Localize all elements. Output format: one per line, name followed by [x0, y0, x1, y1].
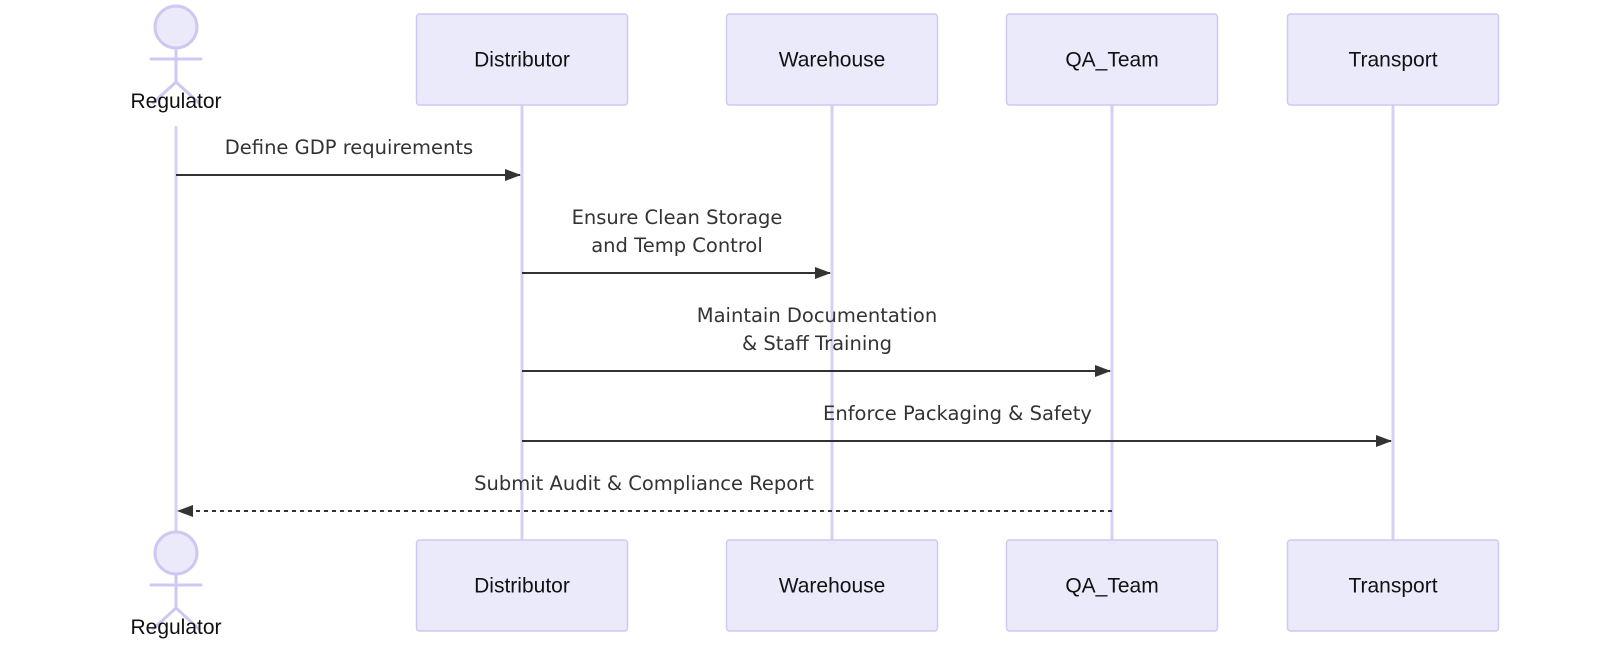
- message-4: Enforce Packaging & Safety: [522, 402, 1392, 447]
- participant-box: [1005, 539, 1219, 632]
- message-label: Enforce Packaging & Safety: [823, 402, 1092, 425]
- participant-label: QA_Team: [1065, 575, 1158, 598]
- participant-warehouse-top: Warehouse: [725, 13, 939, 106]
- participants: RegulatorRegulatorDistributorDistributor…: [130, 4, 1500, 639]
- actor-bottom-label: Regulator: [130, 616, 221, 639]
- actor-left-leg: [151, 80, 178, 105]
- participant-box: [725, 539, 939, 632]
- actor-head: [153, 530, 199, 576]
- message-label: Maintain Documentation: [697, 304, 937, 327]
- message-label: Ensure Clean Storage: [572, 206, 783, 229]
- message-label: Define GDP requirements: [225, 136, 473, 159]
- participant-label: Warehouse: [779, 49, 886, 72]
- actor-left-leg: [151, 606, 178, 631]
- actor-right-leg: [174, 606, 201, 631]
- participant-box: [1286, 539, 1500, 632]
- actor-bottom-figure-icon: Regulator: [130, 530, 222, 639]
- participant-label: Transport: [1348, 575, 1437, 598]
- participant-label: Distributor: [474, 49, 570, 72]
- participant-warehouse-bottom: Warehouse: [725, 539, 939, 632]
- participant-transport-bottom: Transport: [1286, 539, 1500, 632]
- participant-label: QA_Team: [1065, 49, 1158, 72]
- message-label: Submit Audit & Compliance Report: [474, 472, 814, 495]
- message-3: Maintain Documentation & Staff Training: [522, 304, 1111, 377]
- participant-qa-team-top: QA_Team: [1005, 13, 1219, 106]
- message-5: Submit Audit & Compliance Report: [177, 472, 1112, 517]
- lifelines: [174, 105, 1395, 540]
- message-label: and Temp Control: [591, 234, 763, 257]
- participant-box: [415, 539, 629, 632]
- participant-box: [415, 13, 629, 106]
- participant-qa-team-bottom: QA_Team: [1005, 539, 1219, 632]
- participant-label: Warehouse: [779, 575, 886, 598]
- participant-distributor-bottom: Distributor: [415, 539, 629, 632]
- participant-transport-top: Transport: [1286, 13, 1500, 106]
- message-1: Define GDP requirements: [176, 136, 521, 181]
- message-label: & Staff Training: [742, 332, 892, 355]
- participant-box: [725, 13, 939, 106]
- actor-right-leg: [174, 80, 201, 105]
- message-2: Ensure Clean Storage and Temp Control: [522, 206, 831, 279]
- actor-top-label: Regulator: [130, 90, 221, 113]
- participant-box: [1286, 13, 1500, 106]
- actor-head: [153, 4, 199, 50]
- participant-label: Transport: [1348, 49, 1437, 72]
- participant-distributor-top: Distributor: [415, 13, 629, 106]
- participant-box: [1005, 13, 1219, 106]
- participant-label: Distributor: [474, 575, 570, 598]
- actor-top-figure-icon: Regulator: [130, 4, 222, 113]
